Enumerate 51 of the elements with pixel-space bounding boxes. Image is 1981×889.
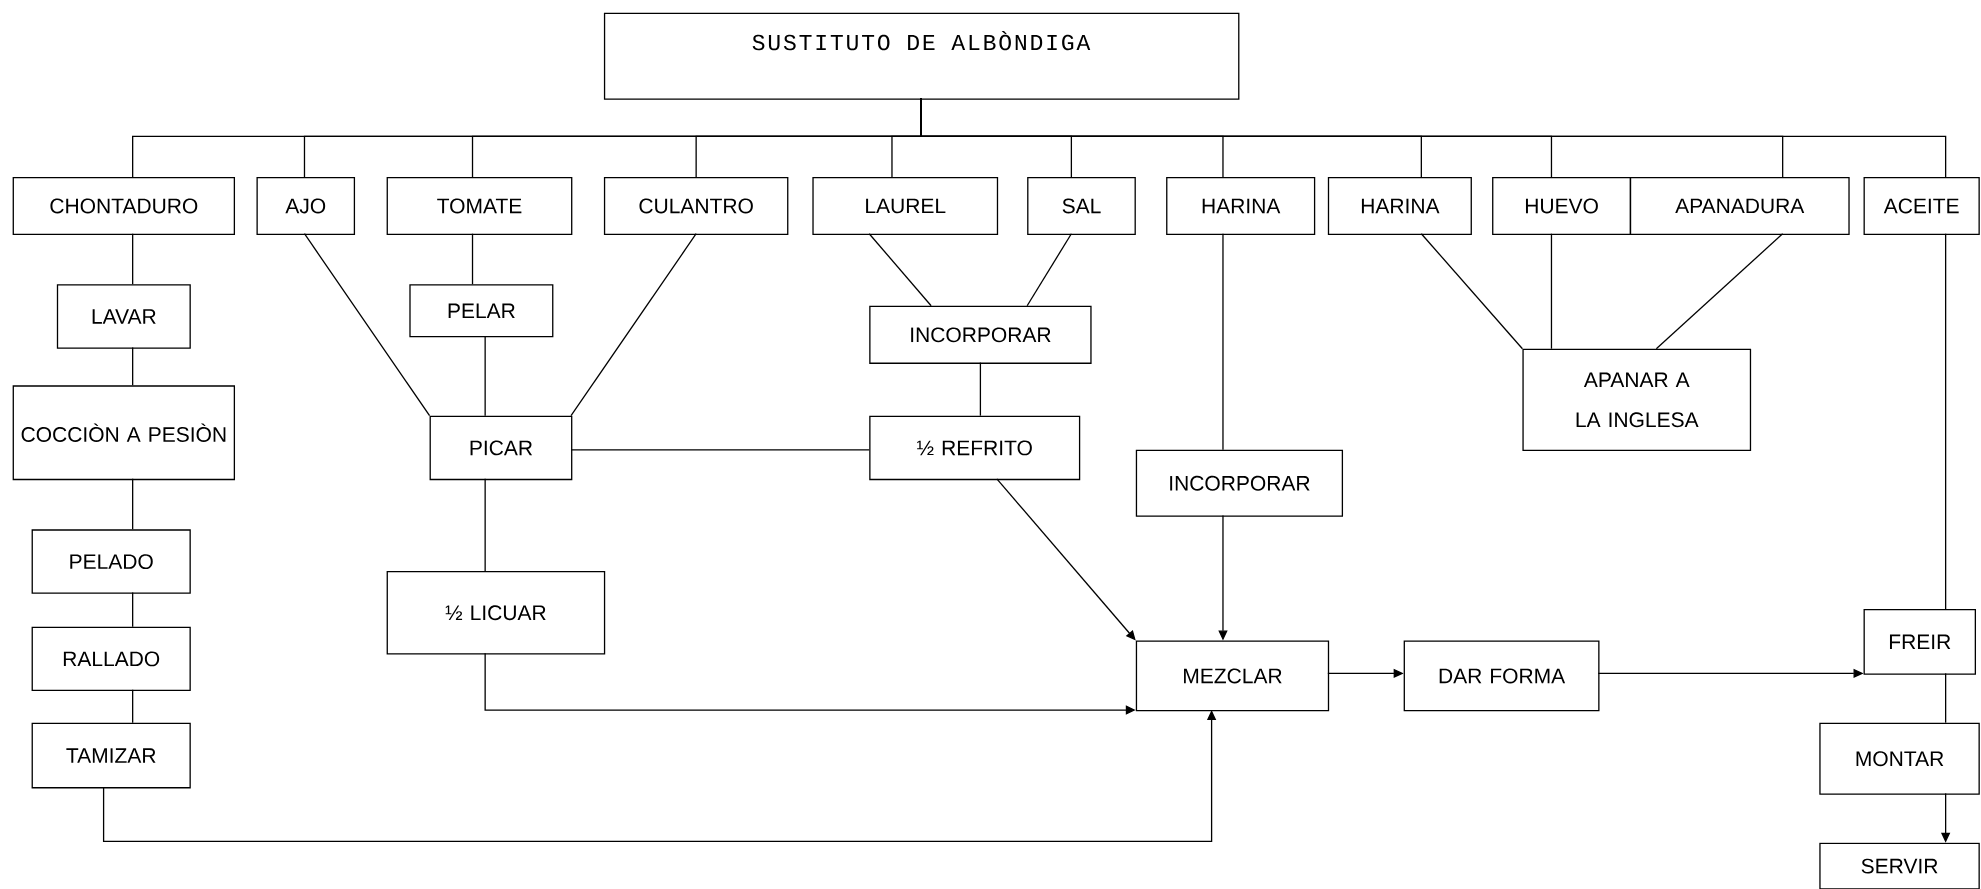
process-box: TAMIZAR [31, 722, 191, 789]
process-box: ACEITE [1863, 176, 1980, 236]
process-box: LAVAR [56, 284, 191, 349]
connector [1945, 672, 1947, 724]
title-box [603, 12, 1240, 100]
process-box: INCORPORAR [869, 305, 1092, 364]
process-box: DAR FORMA [1403, 640, 1600, 712]
process-box: APANAR A LA INGLESA [1522, 348, 1752, 452]
process-box: FREIR [1863, 608, 1976, 675]
connector [570, 449, 870, 451]
process-box: MEZCLAR [1135, 640, 1330, 712]
connector [132, 689, 134, 724]
process-box: INCORPORAR [1135, 449, 1344, 517]
process-box: AJO [256, 176, 356, 236]
connector [920, 97, 1947, 178]
connector [132, 591, 134, 628]
process-box: PICAR [429, 415, 573, 481]
connector [1550, 233, 1553, 350]
connector [1945, 233, 1947, 610]
process-box: ½ LICUAR [386, 571, 606, 655]
connector [484, 478, 486, 572]
process-box: MONTAR [1819, 722, 1980, 795]
process-box: COCCIÒN A PESIÒN [12, 385, 235, 481]
process-box: HUEVO [1492, 176, 1632, 236]
connector [868, 233, 932, 307]
process-box: RALLADO [31, 626, 191, 692]
connector [570, 233, 697, 417]
connector [132, 233, 134, 285]
process-box: LAUREL [812, 176, 999, 236]
process-box: CHONTADURO [12, 176, 235, 236]
connector [1222, 233, 1224, 451]
connector [132, 346, 134, 386]
connector [979, 361, 982, 417]
process-box: CULANTRO [603, 176, 789, 236]
process-box: PELAR [409, 284, 554, 338]
process-box: SAL [1027, 176, 1136, 236]
connector [1655, 233, 1784, 350]
process-box: SERVIR [1819, 842, 1980, 889]
connector [303, 233, 431, 417]
connector [1420, 233, 1524, 350]
connector [484, 335, 486, 417]
title-text: SUSTITUTO DE ALBÒNDIGA [752, 30, 1091, 51]
connector [132, 478, 134, 530]
process-box: TOMATE [386, 176, 573, 236]
process-box: HARINA [1327, 176, 1472, 236]
process-box: APANADURA [1629, 176, 1850, 236]
connector [1026, 233, 1072, 307]
connector [471, 233, 474, 285]
process-box: ½ REFRITO [869, 415, 1081, 481]
process-box: PELADO [31, 529, 191, 594]
process-box: HARINA [1166, 176, 1316, 236]
